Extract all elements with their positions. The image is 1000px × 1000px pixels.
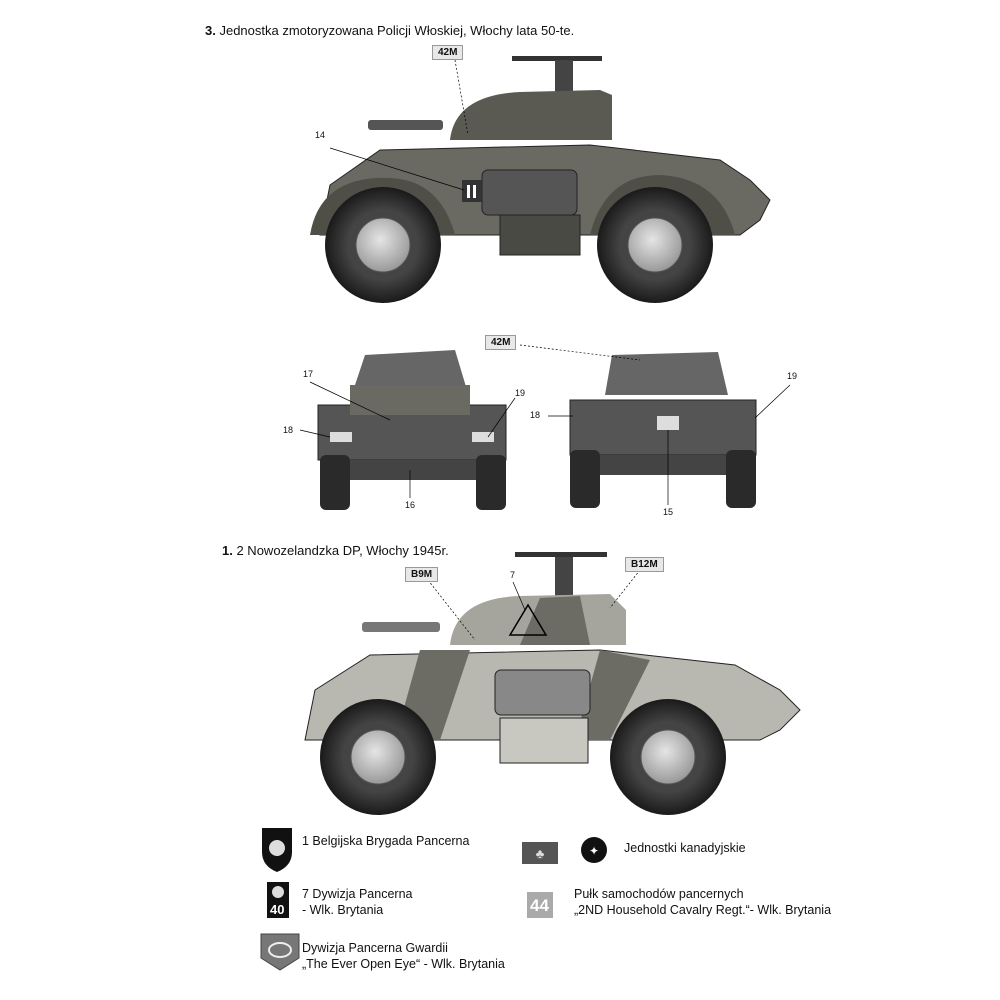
tag-b9m: B9M [405, 567, 439, 582]
legend-household-cavalry: Pułk samochodów pancernych„2ND Household… [574, 887, 832, 917]
guards-armoured-insignia [260, 933, 300, 971]
household-cavalry-insignia [527, 892, 553, 918]
side-view-new-zealand [304, 552, 801, 815]
canadian-maple-leaf-insignia: ✦ [581, 837, 607, 863]
legend-belgian: 1 Belgijska Brygada Pancerna [302, 834, 470, 848]
callout: 19 [787, 371, 798, 381]
belgian-brigade-insignia [262, 828, 292, 872]
badge-44: 44 [530, 896, 549, 915]
svg-text:✦: ✦ [589, 844, 599, 858]
section-3-title: 3. Jednostka zmotoryzowana Policji Włosk… [205, 23, 575, 38]
front-view [299, 350, 516, 510]
side-view-police [310, 56, 771, 303]
7th-armoured-insignia [267, 882, 289, 918]
callout: 16 [405, 500, 416, 510]
legend-canadian: Jednostki kanadyjskie [624, 841, 746, 855]
callout: 15 [663, 507, 674, 517]
callout: 18 [530, 410, 541, 420]
tag-42m: 42M [432, 45, 464, 60]
section-1-title: 1. 2 Nowozelandzka DP, Włochy 1945r. [222, 543, 449, 558]
callout: 18 [283, 425, 294, 435]
callout: 17 [303, 369, 314, 379]
rear-view [519, 344, 791, 508]
callout: 7 [510, 570, 516, 580]
tag-b12m: B12M [625, 557, 664, 572]
legend-guards-armoured: Dywizja Pancerna Gwardii„The Ever Open E… [302, 941, 505, 971]
callout: 19 [515, 388, 526, 398]
badge-40: 40 [270, 902, 285, 917]
svg-text:♣: ♣ [536, 846, 545, 861]
canadian-flag-insignia: ♣ [522, 842, 558, 864]
tag-42m: 42M [485, 335, 517, 350]
legend-7th-armoured: 7 Dywizja Pancerna- Wlk. Brytania [302, 887, 413, 917]
callout: 14 [315, 130, 326, 140]
